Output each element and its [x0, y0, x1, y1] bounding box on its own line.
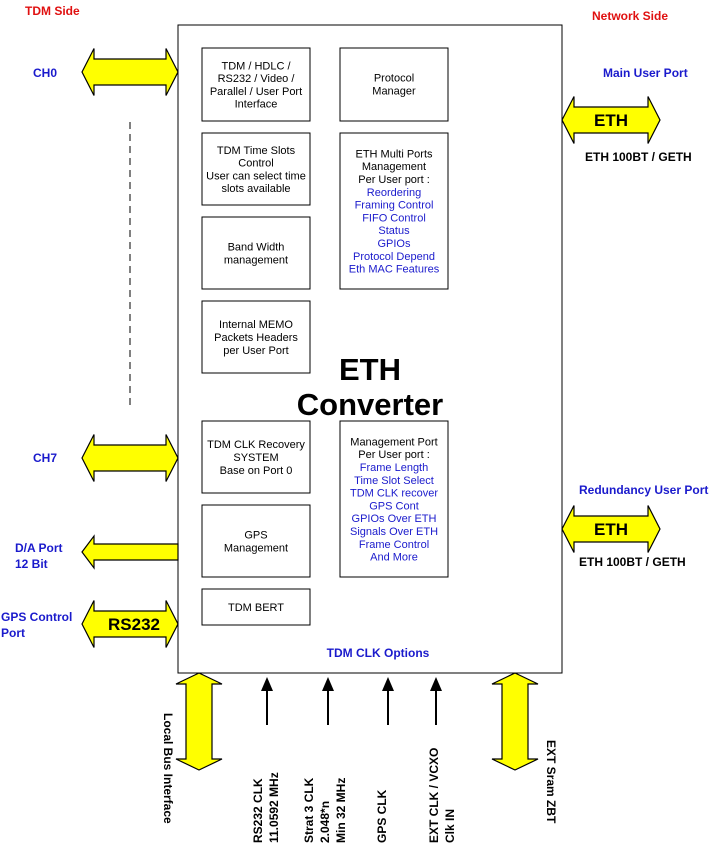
block-user-port-interface-text: RS232 / Video /: [218, 73, 296, 85]
tdm-side-heading: TDM Side: [25, 4, 80, 18]
local-bus-interface-label: Local Bus Interface: [161, 713, 175, 824]
clock-input-label-1: Min 32 MHz: [334, 778, 348, 843]
block-management-port-header: Management Port: [350, 436, 437, 448]
block-tdm-bert: [201, 588, 311, 626]
clock-input-label-3: Clk IN: [443, 809, 457, 843]
block-management-port-item: GPS Cont: [369, 500, 419, 512]
block-clk-recovery-text: TDM CLK Recovery: [207, 439, 305, 451]
rs232-arrow-label: RS232: [108, 615, 160, 634]
main-user-port-label: Main User Port: [603, 66, 688, 80]
local-bus-bidirectional-arrow: [175, 672, 223, 771]
ch7-bidirectional-arrow: [81, 434, 179, 482]
block-user-port-interface-text: Parallel / User Port: [210, 86, 302, 98]
da-port-output-arrow: [81, 534, 179, 570]
clock-input-arrow-1: [322, 677, 334, 691]
gps-control-port-label: GPS Control: [1, 610, 72, 624]
block-tdm-bert-text: TDM BERT: [228, 602, 284, 614]
gps-control-port-label-line2: Port: [1, 626, 25, 640]
block-management-port-item: TDM CLK recover: [350, 488, 438, 500]
da-port-label: D/A Port: [15, 541, 63, 555]
redundancy-eth-speed-label: ETH 100BT / GETH: [579, 555, 686, 569]
block-clk-recovery-text: Base on Port 0: [220, 465, 293, 477]
ext-sram-zbt-label: EXT Sram ZBT: [544, 740, 558, 824]
block-gps-mgmt-text: Management: [224, 542, 288, 554]
ext-sram-bidirectional-arrow: [491, 672, 539, 771]
network-side-heading: Network Side: [592, 9, 668, 23]
clock-input-label-0: 11.0592 MHz: [267, 772, 281, 843]
block-eth-multi-ports-item: FIFO Control: [362, 212, 426, 224]
block-protocol-manager: [339, 47, 449, 122]
main-eth-speed-label: ETH 100BT / GETH: [585, 150, 692, 164]
block-bandwidth-text: Band Width: [228, 242, 285, 254]
block-internal-memo-text: per User Port: [223, 345, 288, 357]
converter-title-line-1: ETH: [339, 352, 401, 387]
ch7-label: CH7: [33, 451, 57, 465]
clock-input-label-2: GPS CLK: [375, 789, 389, 843]
block-eth-multi-ports-item: Framing Control: [355, 200, 434, 212]
rs232-bidirectional-arrow: [81, 600, 179, 648]
da-port-bits-label: 12 Bit: [15, 557, 48, 571]
block-time-slots: [201, 132, 311, 206]
block-user-port-interface-text: Interface: [235, 99, 278, 111]
block-clk-recovery: [201, 420, 311, 494]
redundancy-user-port-label: Redundancy User Port: [579, 483, 708, 497]
redundancy-eth-bidirectional-arrow: [561, 505, 661, 553]
block-bandwidth-text: management: [224, 254, 288, 266]
main-eth-bidirectional-arrow: [561, 96, 661, 144]
block-user-port-interface-text: TDM / HDLC /: [221, 60, 291, 72]
block-time-slots-text: TDM Time Slots: [217, 145, 296, 157]
block-bandwidth: [201, 216, 311, 290]
converter-title-line-2: Converter: [297, 387, 443, 422]
block-eth-multi-ports-item: Reordering: [367, 187, 421, 199]
redundancy-eth-arrow-label: ETH: [594, 520, 628, 539]
block-eth-multi-ports-item: Protocol Depend: [353, 251, 435, 263]
block-user-port-interface: [201, 47, 311, 122]
block-eth-multi-ports-header: Per User port :: [358, 174, 430, 186]
clock-input-label-1: Strat 3 CLK: [302, 777, 316, 843]
clock-input-label-0: RS232 CLK: [251, 778, 265, 843]
block-management-port-item: GPIOs Over ETH: [352, 513, 437, 525]
block-protocol-manager-text: Manager: [372, 85, 416, 97]
block-management-port: [339, 420, 449, 578]
clock-input-arrow-2: [382, 677, 394, 691]
block-eth-multi-ports-item: Status: [378, 225, 410, 237]
block-internal-memo-text: Packets Headers: [214, 332, 298, 344]
block-time-slots-text: Control: [238, 158, 273, 170]
block-management-port-item: Frame Length: [360, 462, 428, 474]
block-time-slots-text: slots available: [221, 183, 290, 195]
tdm-clk-options-title: TDM CLK Options: [327, 646, 430, 660]
block-eth-multi-ports-header: ETH Multi Ports: [355, 148, 433, 160]
clock-input-arrow-0: [261, 677, 273, 691]
block-management-port-item: Time Slot Select: [354, 475, 434, 487]
clock-input-label-1: 2.048*n: [318, 801, 332, 843]
block-management-port-item: Frame Control: [359, 539, 429, 551]
ch0-label: CH0: [33, 66, 57, 80]
block-protocol-manager-text: Protocol: [374, 73, 414, 85]
block-management-port-item: Signals Over ETH: [350, 526, 438, 538]
block-eth-multi-ports-header: Management: [362, 161, 426, 173]
clock-input-label-3: EXT CLK / VCXO: [427, 748, 441, 843]
block-eth-multi-ports-item: Eth MAC Features: [349, 264, 440, 276]
block-internal-memo: [201, 300, 311, 374]
block-internal-memo-text: Internal MEMO: [219, 319, 293, 331]
main-eth-arrow-label: ETH: [594, 111, 628, 130]
block-gps-mgmt-text: GPS: [244, 530, 267, 542]
block-management-port-header: Per User port :: [358, 449, 430, 461]
block-management-port-item: And More: [370, 552, 418, 564]
block-clk-recovery-text: SYSTEM: [233, 452, 278, 464]
block-time-slots-text: User can select time: [206, 170, 306, 182]
block-eth-multi-ports: [339, 132, 449, 290]
clock-input-arrow-3: [430, 677, 442, 691]
ch0-bidirectional-arrow: [81, 48, 179, 96]
block-gps-mgmt: [201, 504, 311, 578]
block-eth-multi-ports-item: GPIOs: [377, 238, 411, 250]
